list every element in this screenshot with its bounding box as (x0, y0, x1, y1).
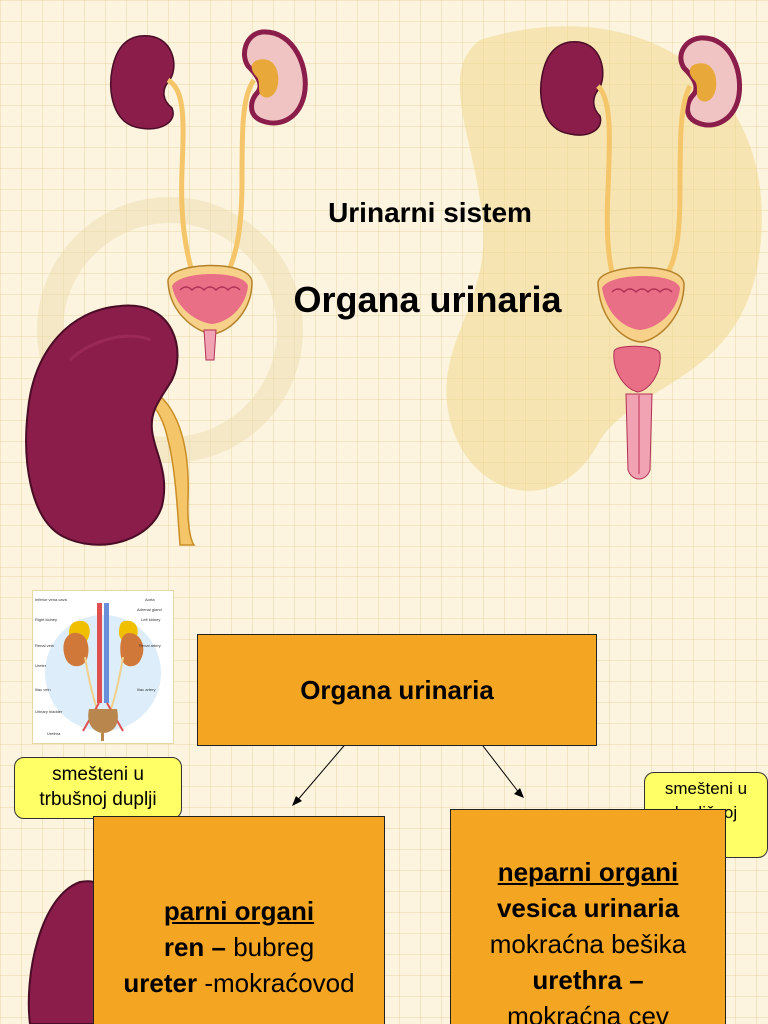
ureter-meaning: -mokraćovod (197, 968, 355, 998)
organa-urinaria-label: Organa urinaria (300, 674, 494, 705)
slide-subtitle: Organa urinaria (293, 279, 562, 320)
slide-1: Urinarni sistem Organa urinaria (0, 0, 768, 576)
unpaired-organs-heading: neparni organi (497, 857, 679, 887)
diagram-label: Aorta (145, 597, 155, 602)
diagram-label: Inferior vena cava (35, 597, 67, 602)
anatomy-diagram-illustration (45, 603, 161, 741)
diagram-label: Left kidney (141, 617, 161, 622)
kidney-meaning: bubreg (225, 932, 315, 962)
note-line: smešteni u (52, 764, 144, 785)
urinary-illustration (25, 26, 762, 546)
kidney-term: ren – (163, 932, 226, 962)
organa-urinaria-box: Organa urinaria (197, 634, 597, 746)
diagram-label: Ureter (35, 663, 47, 668)
slide-2: Inferior vena cava Right kidney Renal ve… (0, 576, 768, 1024)
urinary-system-right-illustration (539, 35, 743, 480)
kidney-line: ren – bubreg (94, 929, 384, 965)
bladder-meaning: mokraćna bešika (489, 929, 687, 959)
paired-organs-box: parni organi ren – bubreg ureter -mokrać… (93, 816, 385, 1024)
diagram-label: Renal vein (35, 643, 54, 648)
large-kidney-illustration (25, 304, 196, 546)
diagram-label: Iliac artery (137, 687, 156, 692)
paired-organs-heading: parni organi (163, 896, 315, 926)
diagram-label: Iliac vein (35, 687, 51, 692)
ureter-line: ureter -mokraćovod (94, 965, 384, 1001)
slide-title: Urinarni sistem (328, 197, 532, 228)
background-kidney-shape (446, 26, 762, 491)
note-line: smešteni u (664, 779, 748, 798)
diagram-label: Right kidney (35, 617, 58, 622)
diagram-label: Urethra (47, 731, 61, 736)
note-line: trbušnoj duplji (39, 789, 157, 810)
urethra-meaning: mokraćna cev (507, 1001, 669, 1024)
ureter-term: ureter (123, 968, 198, 998)
anatomy-diagram: Inferior vena cava Right kidney Renal ve… (32, 590, 174, 744)
urethra-term: urethra – (532, 965, 644, 995)
urinary-system-left-illustration (109, 29, 308, 361)
note-abdominal-cavity: smešteni u trbušnoj duplji (14, 757, 182, 819)
diagram-label: Urinary bladder (35, 709, 63, 714)
diagram-label: Renal artery (139, 643, 161, 648)
bladder-term: vesica urinaria (496, 893, 680, 923)
diagram-label: Adrenal gland (137, 607, 162, 612)
unpaired-organs-box: neparni organi vesica urinaria mokraćna … (450, 809, 726, 1024)
